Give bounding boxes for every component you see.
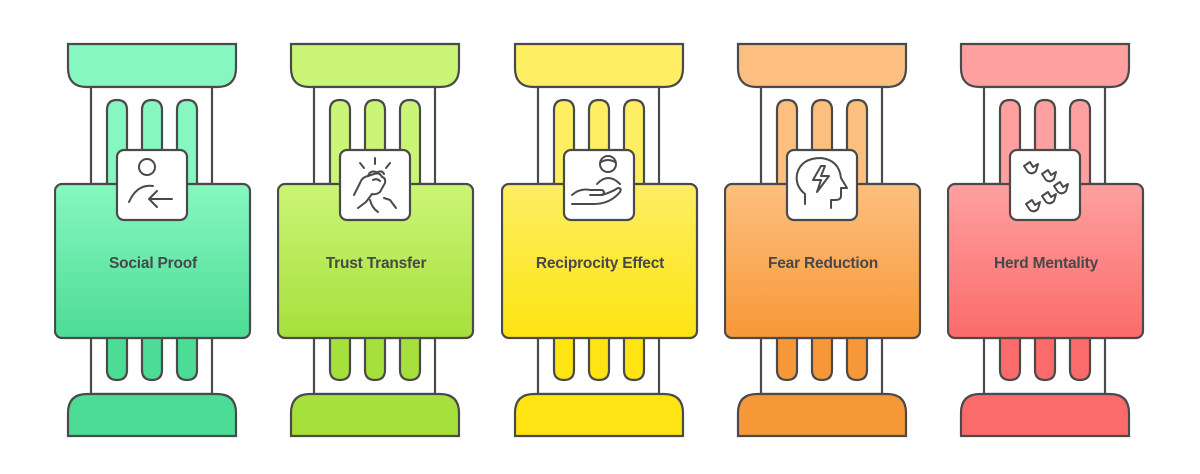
pillar-frame xyxy=(724,42,922,438)
pillar-frame xyxy=(947,42,1145,438)
flock-of-birds-icon xyxy=(1010,150,1080,220)
pillar-social-proof: Social Proof xyxy=(54,0,254,474)
pillar-label: Trust Transfer xyxy=(325,255,427,272)
pillar-frame xyxy=(54,42,252,438)
pillar-fear-reduction: Fear Reduction xyxy=(724,0,924,474)
pillar-frame xyxy=(501,42,699,438)
handshake-clasp-icon xyxy=(340,150,410,220)
pillar-label: Reciprocity Effect xyxy=(535,255,665,272)
person-arrow-left-icon xyxy=(117,150,187,220)
pillar-herd-mentality: Herd Mentality xyxy=(947,0,1147,474)
pillar-label: Herd Mentality xyxy=(994,255,1098,272)
hand-giving-person-icon xyxy=(564,150,634,220)
pillar-frame xyxy=(277,42,475,438)
head-lightning-icon xyxy=(787,150,857,220)
pillar-reciprocity-effect: Reciprocity Effect xyxy=(501,0,701,474)
pillar-label: Social Proof xyxy=(108,255,198,272)
pillar-label: Fear Reduction xyxy=(767,255,879,272)
pillar-trust-transfer: Trust Transfer xyxy=(277,0,477,474)
